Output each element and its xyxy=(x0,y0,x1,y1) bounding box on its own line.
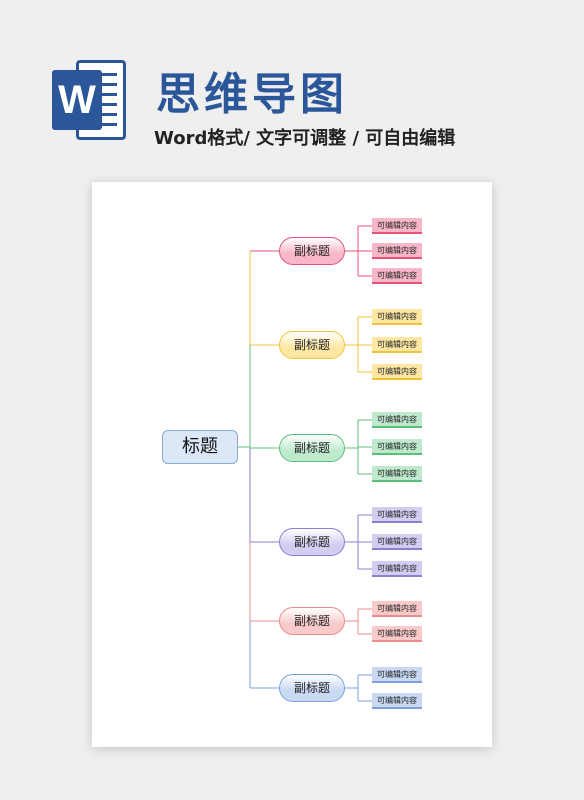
leaf-node[interactable]: 可编辑内容 xyxy=(372,268,422,284)
leaf-node[interactable]: 可编辑内容 xyxy=(372,364,422,380)
leaf-node[interactable]: 可编辑内容 xyxy=(372,667,422,683)
leaf-node[interactable]: 可编辑内容 xyxy=(372,412,422,428)
document-preview xyxy=(92,182,492,747)
word-logo-letter: W xyxy=(52,70,102,130)
leaf-node[interactable]: 可编辑内容 xyxy=(372,439,422,455)
leaf-node[interactable]: 可编辑内容 xyxy=(372,309,422,325)
leaf-node[interactable]: 可编辑内容 xyxy=(372,561,422,577)
word-icon: W xyxy=(52,50,128,146)
leaf-node[interactable]: 可编辑内容 xyxy=(372,601,422,617)
mindmap-root-node[interactable]: 标题 xyxy=(162,430,238,464)
subtopic-node[interactable]: 副标题 xyxy=(279,528,345,556)
leaf-node[interactable]: 可编辑内容 xyxy=(372,534,422,550)
page-title: 思维导图 xyxy=(156,69,348,120)
subtopic-node[interactable]: 副标题 xyxy=(279,237,345,265)
subtopic-node[interactable]: 副标题 xyxy=(279,674,345,702)
subtopic-node[interactable]: 副标题 xyxy=(279,331,345,359)
leaf-node[interactable]: 可编辑内容 xyxy=(372,626,422,642)
page-subtitle: Word格式/ 文字可调整 / 可自由编辑 xyxy=(154,128,456,149)
leaf-node[interactable]: 可编辑内容 xyxy=(372,243,422,259)
leaf-node[interactable]: 可编辑内容 xyxy=(372,218,422,234)
leaf-node[interactable]: 可编辑内容 xyxy=(372,693,422,709)
leaf-node[interactable]: 可编辑内容 xyxy=(372,466,422,482)
subtopic-node[interactable]: 副标题 xyxy=(279,607,345,635)
leaf-node[interactable]: 可编辑内容 xyxy=(372,507,422,523)
subtopic-node[interactable]: 副标题 xyxy=(279,434,345,462)
leaf-node[interactable]: 可编辑内容 xyxy=(372,337,422,353)
